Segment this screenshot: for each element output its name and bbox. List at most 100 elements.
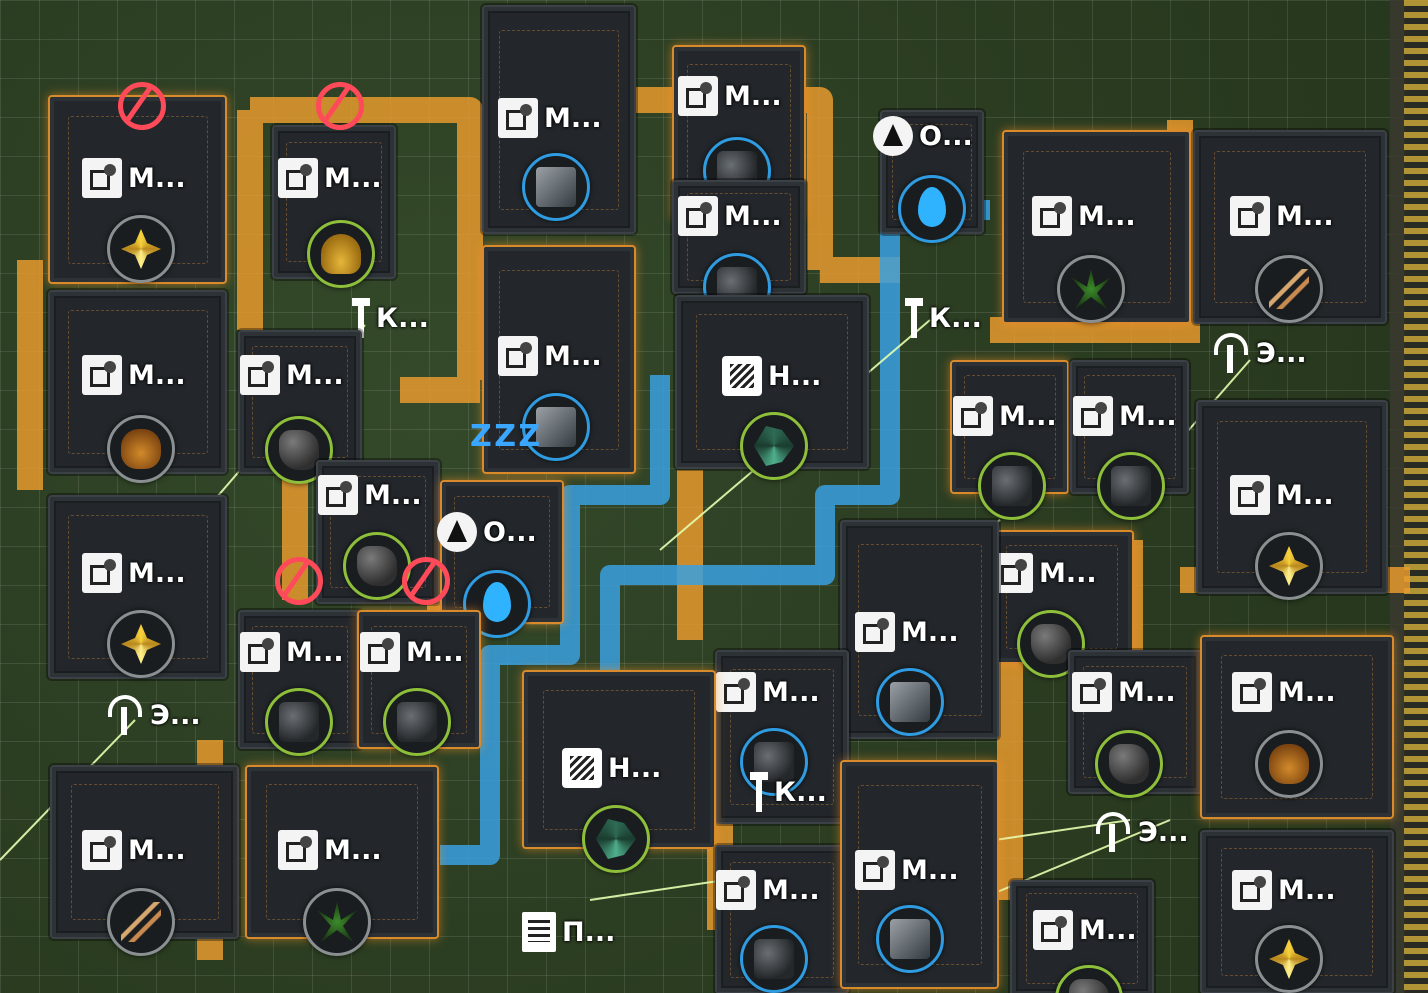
output-slot[interactable] — [740, 925, 808, 993]
machine-label[interactable]: К... — [905, 298, 982, 338]
machine-label[interactable]: Н... — [722, 356, 821, 396]
output-slot[interactable] — [522, 393, 590, 461]
machine-label[interactable]: М... — [82, 158, 186, 198]
output-slot[interactable] — [303, 888, 371, 956]
no-power-icon — [118, 82, 166, 130]
pole-icon — [750, 772, 768, 812]
machine-label[interactable]: Э... — [1092, 812, 1189, 852]
machine-label[interactable]: М... — [498, 98, 602, 138]
doc-icon — [522, 912, 556, 952]
rods-item-icon — [1269, 269, 1309, 309]
output-slot[interactable] — [876, 905, 944, 973]
output-slot[interactable] — [876, 668, 944, 736]
output-slot[interactable] — [1097, 452, 1165, 520]
machine-label[interactable]: М... — [678, 76, 782, 116]
machine-label[interactable]: М... — [678, 196, 782, 236]
output-slot[interactable] — [1095, 730, 1163, 798]
output-slot[interactable] — [1255, 255, 1323, 323]
crystal-item-icon — [121, 229, 161, 269]
machine-label[interactable]: М... — [278, 158, 382, 198]
output-slot[interactable] — [522, 153, 590, 221]
machine-label[interactable]: М... — [1230, 196, 1334, 236]
machine-label[interactable]: М... — [318, 475, 422, 515]
output-slot[interactable] — [265, 688, 333, 756]
machine-name: М... — [1278, 676, 1336, 708]
output-slot[interactable] — [1255, 730, 1323, 798]
planter-icon — [1032, 196, 1072, 236]
machine-label[interactable]: М... — [498, 336, 602, 376]
machine-label[interactable]: М... — [1232, 870, 1336, 910]
rods-item-icon — [121, 902, 161, 942]
machine-label[interactable]: М... — [993, 553, 1097, 593]
pouch-item-icon — [121, 429, 161, 469]
machine-label[interactable]: М... — [1232, 672, 1336, 712]
pump-icon — [437, 512, 477, 552]
machine-label[interactable]: О... — [873, 116, 973, 156]
machine-label[interactable]: П... — [522, 912, 615, 952]
grinder-icon — [1033, 910, 1073, 950]
machine-label[interactable]: М... — [240, 632, 344, 672]
machine-m21[interactable] — [1196, 400, 1388, 594]
output-slot[interactable] — [1255, 532, 1323, 600]
sleep-indicator: Z Z Z — [470, 419, 540, 454]
output-slot[interactable] — [307, 220, 375, 288]
machine-m2[interactable] — [272, 125, 396, 279]
machine-label[interactable]: М... — [82, 830, 186, 870]
machine-name: К... — [774, 776, 827, 808]
machine-label[interactable]: М... — [1032, 196, 1136, 236]
machine-name: М... — [1276, 479, 1334, 511]
machine-label[interactable]: К... — [750, 772, 827, 812]
output-slot[interactable] — [978, 452, 1046, 520]
machine-label[interactable]: О... — [437, 512, 537, 552]
machine-name: К... — [929, 302, 982, 334]
machine-name: Н... — [608, 752, 662, 784]
machine-name: М... — [724, 80, 782, 112]
output-slot[interactable] — [107, 415, 175, 483]
machine-name: М... — [1118, 676, 1176, 708]
machine-label[interactable]: М... — [716, 870, 820, 910]
machine-label[interactable]: М... — [716, 672, 820, 712]
machine-label[interactable]: М... — [360, 632, 464, 672]
machine-label[interactable]: М... — [240, 355, 344, 395]
water-item-icon — [918, 187, 946, 227]
machine-label[interactable]: М... — [82, 355, 186, 395]
output-slot[interactable] — [107, 888, 175, 956]
ore-item-icon — [357, 546, 397, 586]
output-slot[interactable] — [383, 688, 451, 756]
grinder-icon — [318, 475, 358, 515]
farm-icon — [1232, 672, 1272, 712]
machine-name: О... — [919, 120, 973, 152]
machine-label[interactable]: М... — [1230, 475, 1334, 515]
machine-label[interactable]: М... — [855, 850, 959, 890]
machine-label[interactable]: М... — [953, 396, 1057, 436]
machine-name: Э... — [1138, 816, 1189, 848]
antenna-icon — [1210, 333, 1250, 373]
planter-icon — [278, 830, 318, 870]
machine-label[interactable]: К... — [352, 298, 429, 338]
pouch-item-icon — [1269, 744, 1309, 784]
machine-label[interactable]: Э... — [1210, 333, 1307, 373]
output-slot[interactable] — [107, 215, 175, 283]
block-item-icon — [890, 919, 930, 959]
output-slot[interactable] — [898, 175, 966, 243]
machine-label[interactable]: М... — [1033, 910, 1137, 950]
machine-name: М... — [128, 359, 186, 391]
machine-label[interactable]: М... — [855, 612, 959, 652]
output-slot[interactable] — [740, 412, 808, 480]
machine-label[interactable]: М... — [278, 830, 382, 870]
output-slot[interactable] — [1255, 925, 1323, 993]
output-slot[interactable] — [1057, 255, 1125, 323]
output-slot[interactable] — [343, 532, 411, 600]
grinder-icon — [1072, 672, 1112, 712]
machine-label[interactable]: Н... — [562, 748, 661, 788]
machine-name: М... — [999, 400, 1057, 432]
packer-icon — [855, 850, 895, 890]
output-slot[interactable] — [582, 805, 650, 873]
output-slot[interactable] — [107, 610, 175, 678]
machine-label[interactable]: М... — [1072, 672, 1176, 712]
machine-label[interactable]: М... — [1073, 396, 1177, 436]
machine-label[interactable]: М... — [82, 553, 186, 593]
vessel-icon — [722, 356, 762, 396]
machine-label[interactable]: Э... — [104, 695, 201, 735]
